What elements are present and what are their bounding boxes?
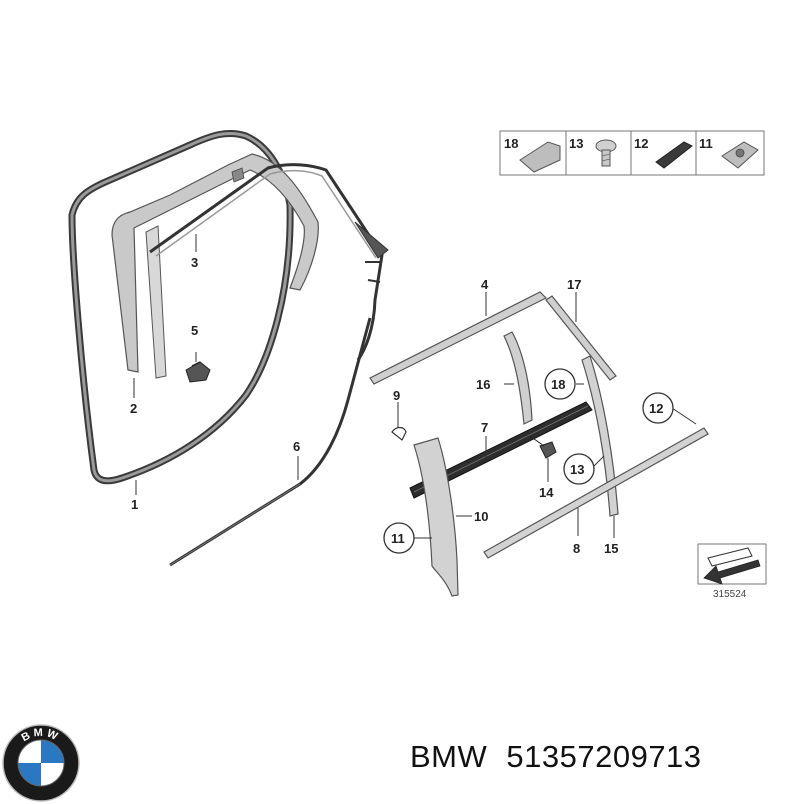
part-6-seal-strip bbox=[169, 317, 372, 567]
leader-lines bbox=[133, 234, 697, 539]
callout-9: 9 bbox=[393, 388, 400, 403]
callout-11-circled: 11 bbox=[391, 531, 405, 546]
legend-part-11-clip-icon bbox=[721, 141, 759, 169]
legend-part-12-icon bbox=[655, 141, 693, 169]
part-9-clip bbox=[391, 426, 407, 441]
callout-3: 3 bbox=[191, 255, 198, 270]
callout-6: 6 bbox=[293, 439, 300, 454]
part-17-strip bbox=[545, 295, 617, 381]
callout-labels: 1 2 3 4 5 6 7 8 9 10 14 15 16 17 18 12 1… bbox=[130, 255, 674, 556]
part-15-strip bbox=[581, 355, 619, 517]
part-4-strip bbox=[369, 291, 548, 385]
part-8-strip bbox=[483, 427, 709, 559]
svg-text:BMW: BMW bbox=[20, 727, 62, 744]
callout-2: 2 bbox=[130, 401, 137, 416]
callout-13-circled: 13 bbox=[570, 462, 584, 477]
part-16-cover bbox=[503, 331, 533, 425]
part-5-clip bbox=[185, 361, 211, 383]
callout-16: 16 bbox=[476, 377, 490, 392]
bmw-logo: BMW bbox=[2, 724, 80, 802]
part-10-pillar-cover bbox=[413, 437, 459, 597]
callout-14: 14 bbox=[539, 485, 554, 500]
part-3-window-channel bbox=[149, 163, 389, 361]
legend-number-13: 13 bbox=[569, 136, 583, 151]
callout-7: 7 bbox=[481, 420, 488, 435]
caption-part-number: 51357209713 bbox=[506, 739, 702, 774]
caption-brand: BMW bbox=[410, 739, 488, 774]
callout-12-circled: 12 bbox=[649, 401, 663, 416]
legend-number-12: 12 bbox=[634, 136, 648, 151]
callout-1: 1 bbox=[131, 497, 138, 512]
legend-part-18-icon bbox=[519, 141, 561, 173]
drawing-code: 315524 bbox=[713, 589, 747, 600]
callout-15: 15 bbox=[604, 541, 618, 556]
part-caption: BMW 51357209713 bbox=[410, 739, 702, 775]
part-14-clip bbox=[529, 435, 557, 459]
callout-17: 17 bbox=[567, 277, 581, 292]
parts-legend: 18 13 12 11 bbox=[499, 130, 765, 176]
legend-number-11: 11 bbox=[699, 136, 713, 151]
callout-10: 10 bbox=[474, 509, 488, 524]
legend-part-13-screw-icon bbox=[595, 139, 617, 167]
callout-5: 5 bbox=[191, 323, 198, 338]
orientation-box: 315524 bbox=[697, 543, 767, 600]
callout-18-circled: 18 bbox=[551, 377, 565, 392]
callout-8: 8 bbox=[573, 541, 580, 556]
part-1-door-seal bbox=[68, 129, 294, 485]
legend-number-18: 18 bbox=[504, 136, 518, 151]
part-2-inner-trim bbox=[111, 153, 319, 379]
callout-4: 4 bbox=[481, 277, 489, 292]
